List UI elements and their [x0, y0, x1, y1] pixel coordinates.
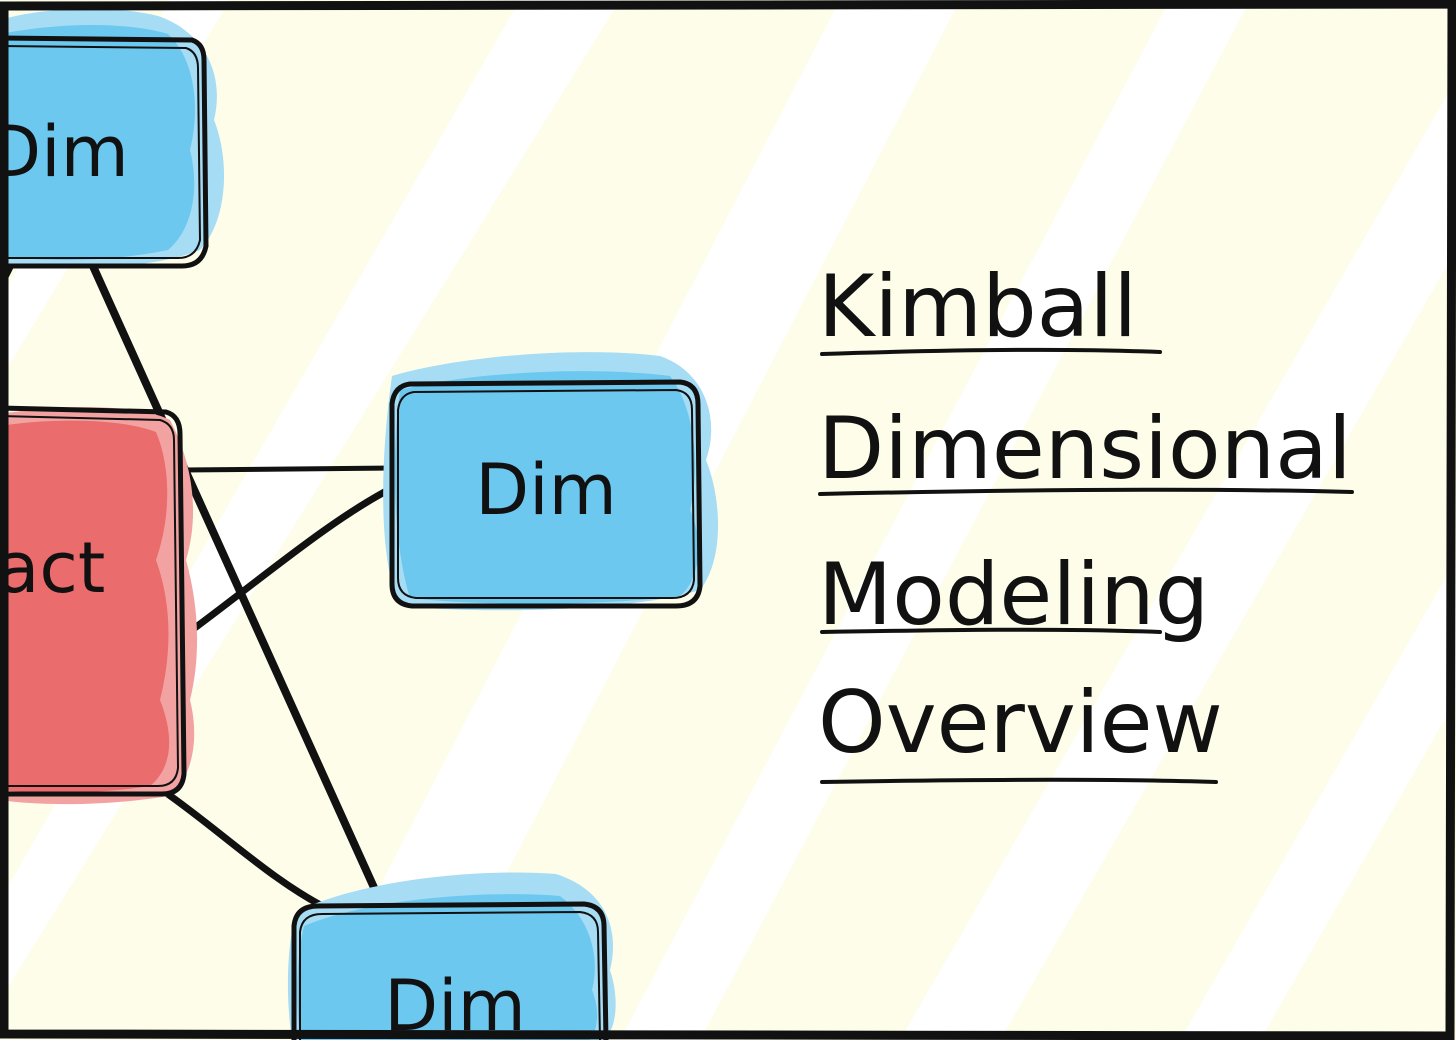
dim-box-outline [291, 901, 609, 1040]
dim-wash [297, 894, 598, 1040]
dim-box-outline [0, 35, 209, 269]
edge-fact-to-dim-mid-curve [180, 484, 396, 640]
edge-fact-to-dim-mid [181, 465, 395, 473]
title-line-2: Dimensional [818, 399, 1352, 499]
fact-box-outline-sketch [0, 415, 180, 787]
title-line-1: Kimball [818, 257, 1137, 357]
dim-label-top: Dim [0, 111, 129, 193]
dim-box-outline-sketch [0, 45, 202, 259]
fact-box-outline [0, 405, 187, 797]
title-underline-1 [820, 347, 1162, 356]
title-line-4: Overview [818, 673, 1223, 773]
edge-fact-to-dim-bottom [158, 786, 334, 914]
title-block: Kimball Dimensional Modeling Overview [818, 257, 1354, 784]
stripe [900, 80, 1456, 1040]
dim-box-outline-sketch [397, 388, 696, 599]
dim-node-bottom[interactable]: Dim [287, 872, 616, 1040]
dim-node-mid[interactable]: Dim [383, 352, 719, 611]
stripe [620, 0, 1250, 1040]
dim-box-outline-sketch [299, 910, 601, 1040]
edge-dim-top-to-dim-bottom [88, 260, 380, 896]
dim-wash [0, 24, 195, 260]
dim-label-bottom: Dim [384, 965, 526, 1040]
dim-node-top[interactable]: Dim [0, 8, 225, 269]
title-underline-2 [818, 487, 1354, 496]
fact-node[interactable]: Fact [0, 405, 198, 805]
title-underline-4 [820, 777, 1218, 784]
fact-label: Fact [0, 527, 105, 609]
stripe [1180, 560, 1456, 1040]
dim-label-mid: Dim [475, 449, 617, 531]
title-underline-3 [820, 627, 1162, 634]
fact-wash [0, 420, 170, 793]
dim-wash [394, 371, 699, 604]
dim-box-outline [389, 379, 703, 609]
